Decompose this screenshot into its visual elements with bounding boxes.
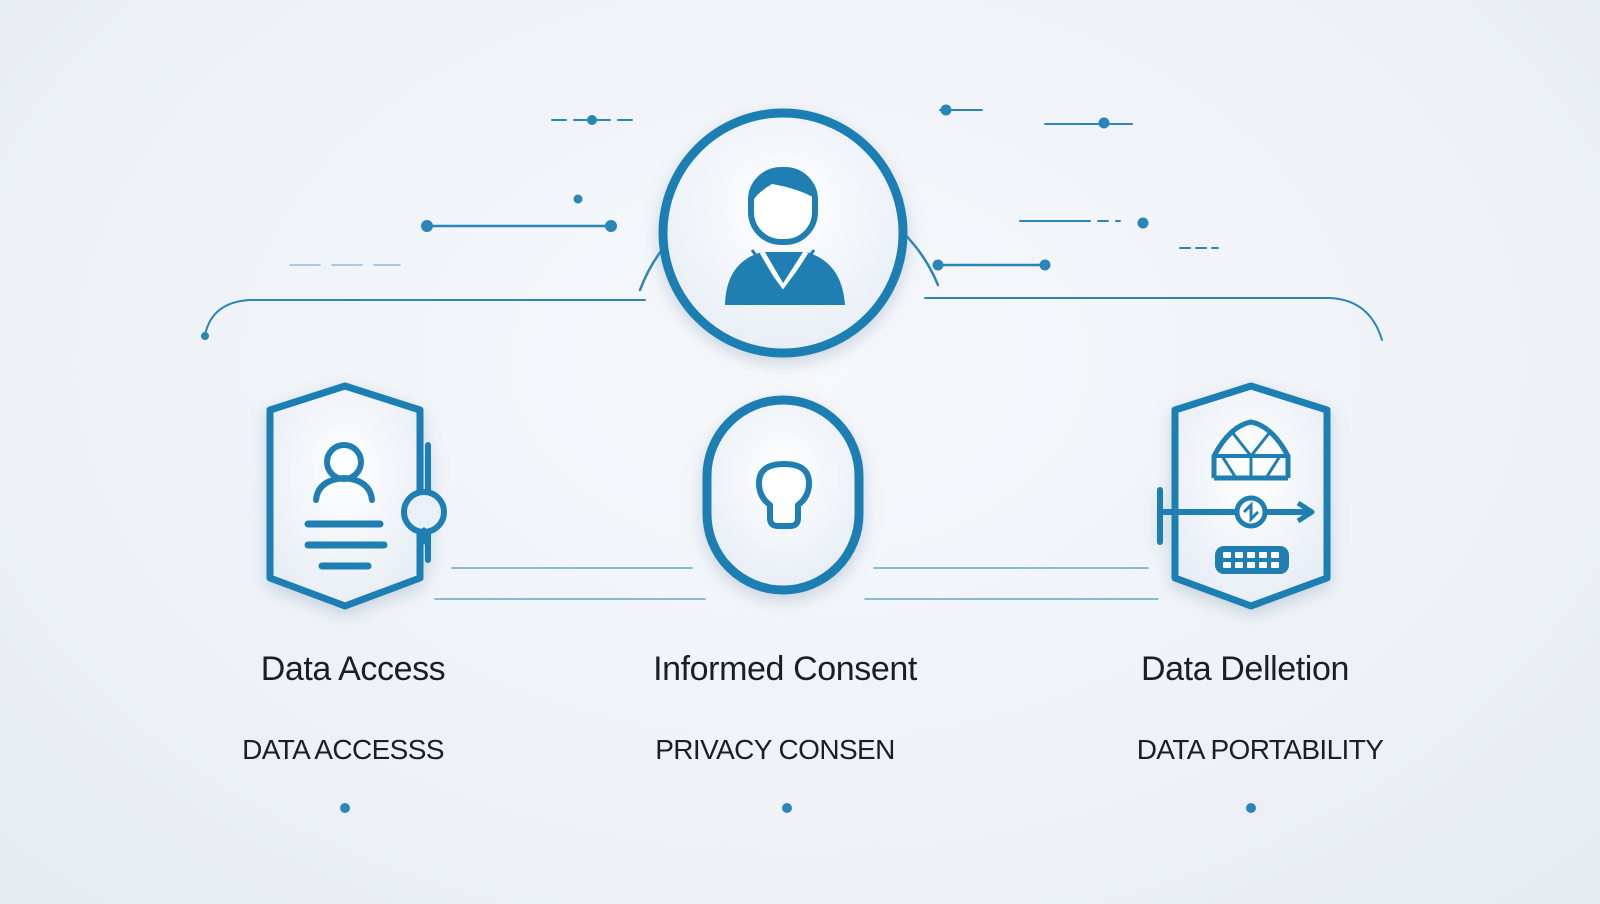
informed-consent-title: Informed Consent: [653, 650, 917, 688]
data-portability-subtitle: DATA PORTABILITY: [1136, 734, 1384, 765]
keyhole-icon: [756, 461, 812, 529]
informed-consent-bullet: [782, 803, 792, 813]
data-access-bullet: [340, 803, 350, 813]
data-access-card: [266, 382, 431, 610]
data-access-subtitle: DATA ACCESSS: [242, 734, 444, 765]
user-profile-icon: [725, 167, 845, 305]
delete-device-icon: [1161, 419, 1315, 574]
connector-lines: [201, 104, 1383, 600]
data-deletion-title: Data Delletion: [1141, 650, 1349, 688]
privacy-consent-subtitle: PRIVACY CONSEN: [655, 734, 895, 765]
document-user-icon: [304, 442, 447, 570]
data-deletion-bullet: [1246, 803, 1256, 813]
data-access-title: Data Access: [260, 650, 446, 688]
